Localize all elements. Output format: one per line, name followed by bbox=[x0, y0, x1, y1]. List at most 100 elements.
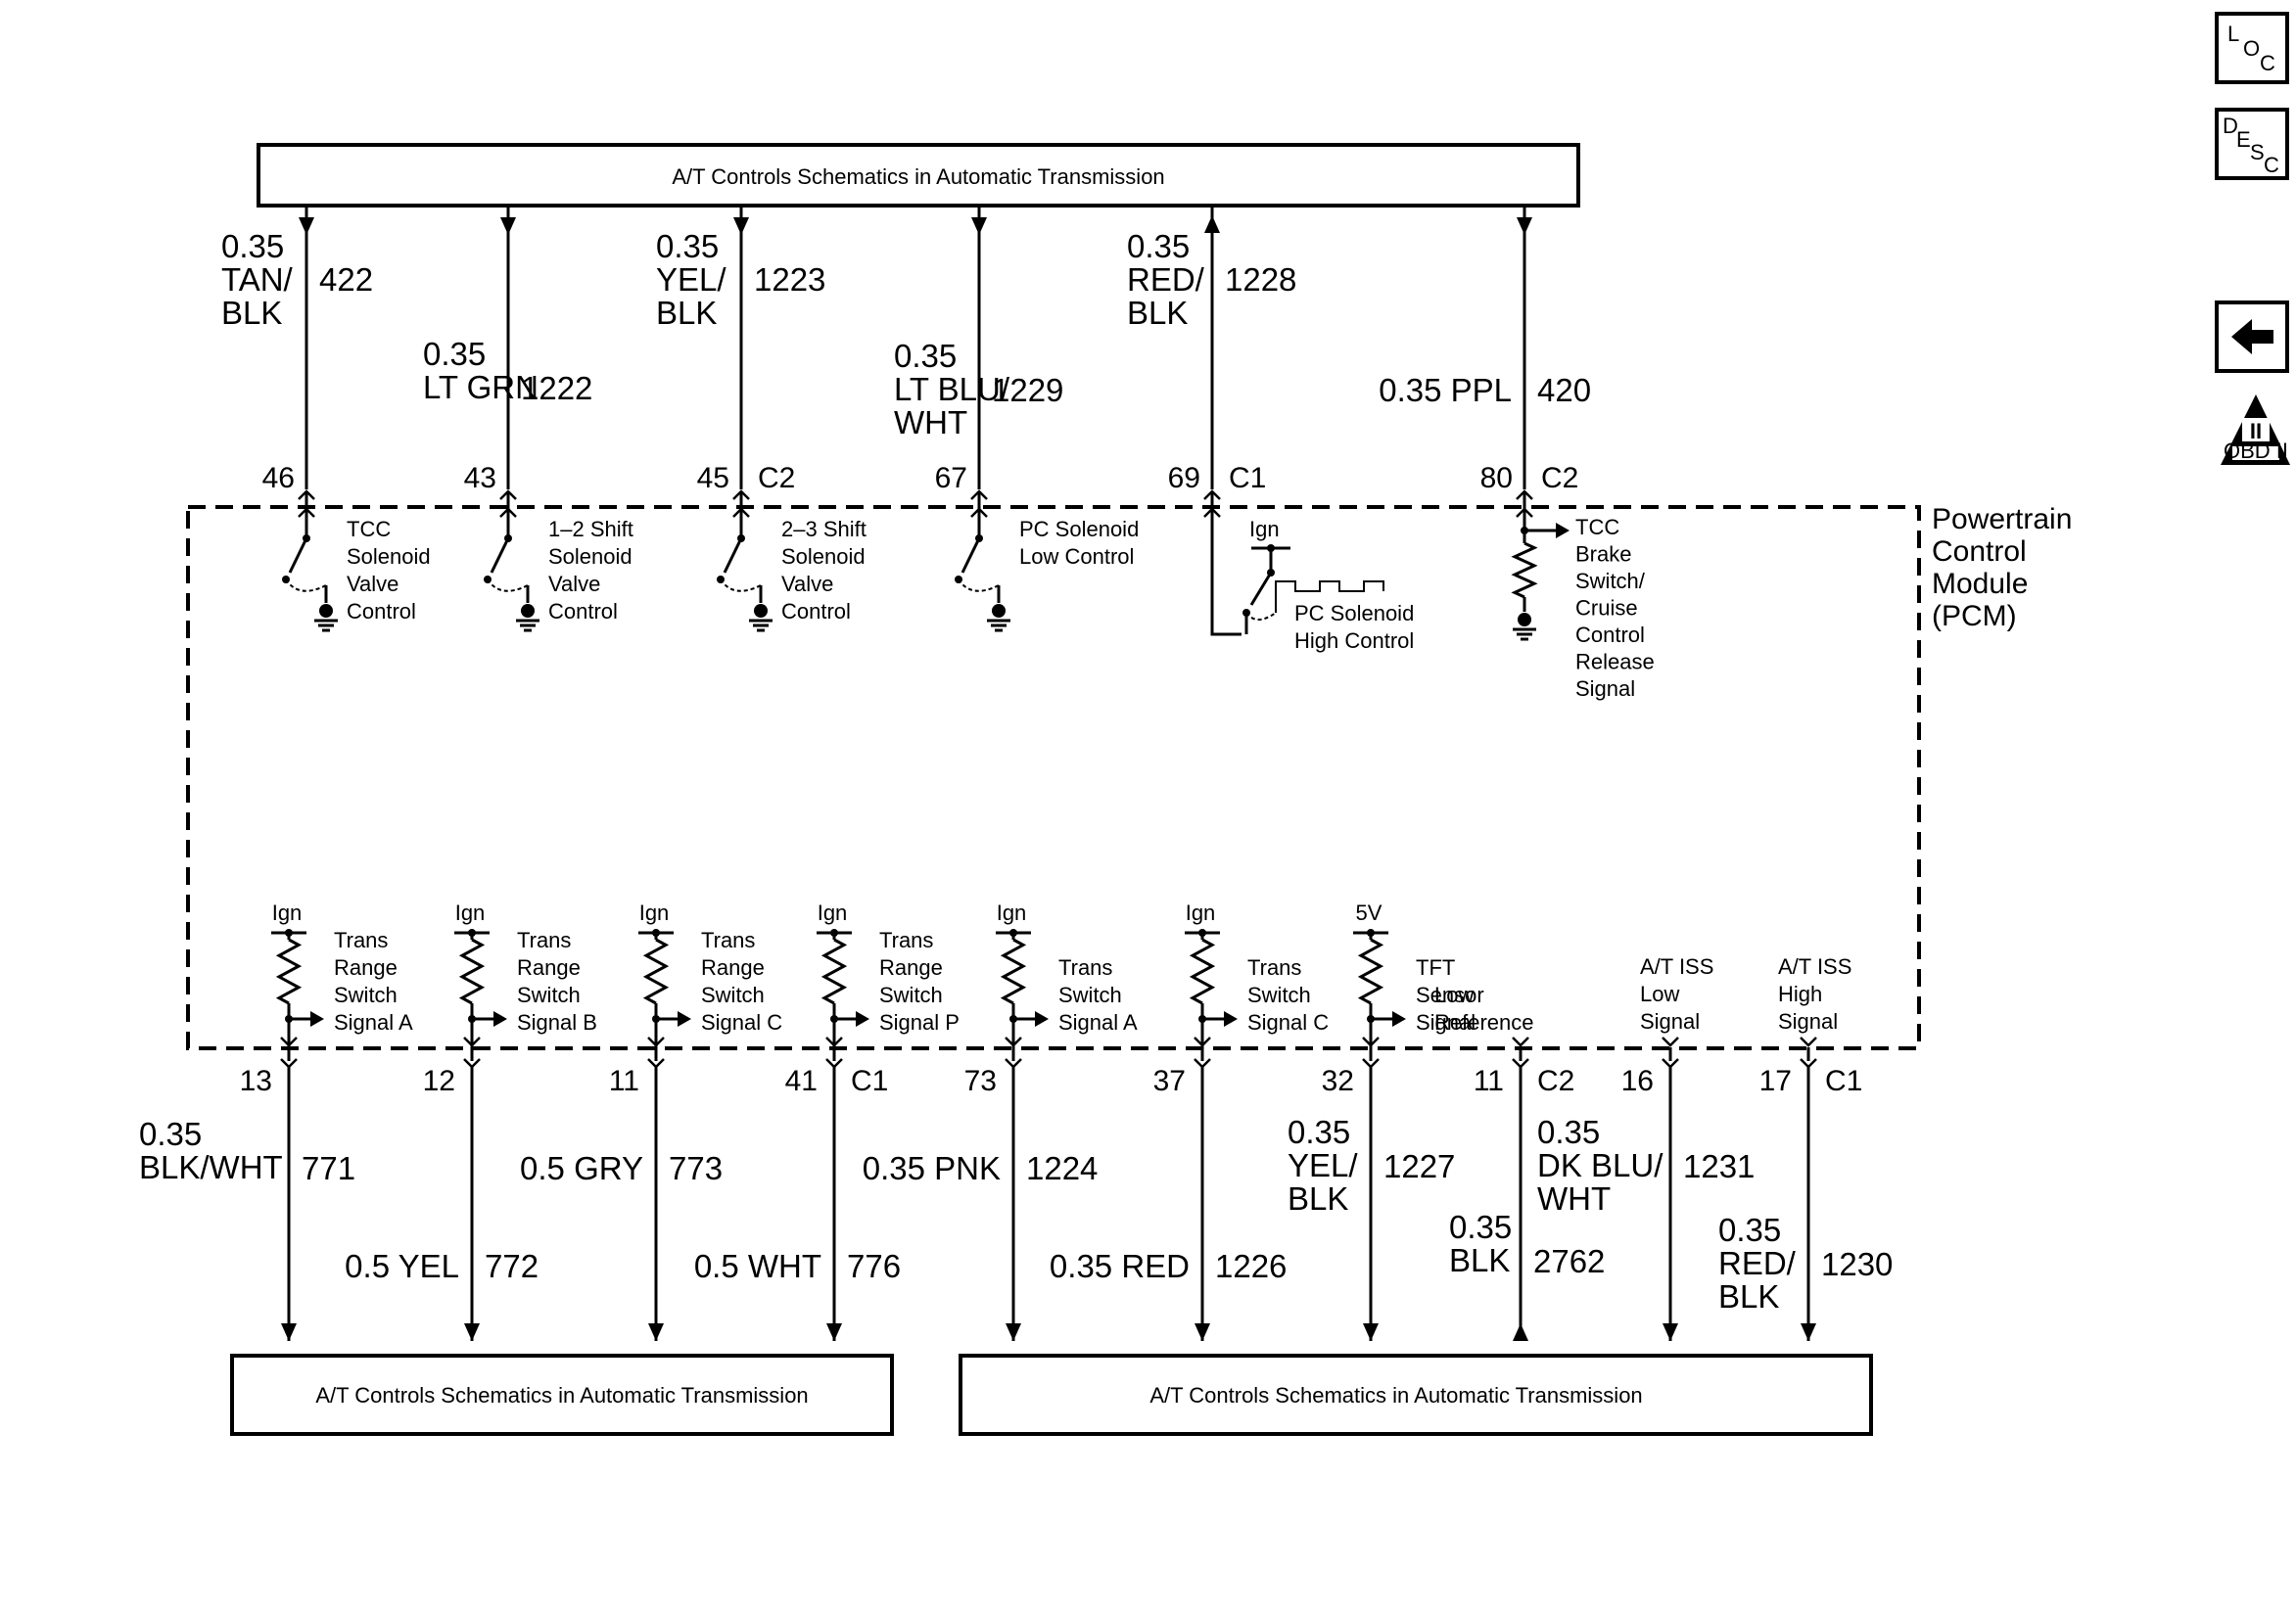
component-label: Solenoid bbox=[347, 544, 431, 569]
component-label: Signal bbox=[1575, 676, 1635, 701]
wire-color: YEL/ bbox=[656, 261, 726, 298]
arrow-down-icon bbox=[1663, 1323, 1678, 1341]
top-box-label: A/T Controls Schematics in Automatic Tra… bbox=[672, 164, 1164, 189]
svg-text:L: L bbox=[2227, 22, 2239, 46]
supply-label: Ign bbox=[1249, 517, 1280, 541]
bottom-right-schematic-box[interactable]: A/T Controls Schematics in Automatic Tra… bbox=[959, 1354, 1873, 1436]
wire-color: RED/ bbox=[1127, 261, 1205, 298]
component-label: Signal bbox=[1778, 1009, 1838, 1034]
arrow-down-icon bbox=[1517, 217, 1532, 235]
wire-gauge: 0.35 bbox=[221, 228, 284, 264]
connector-pin-icon bbox=[825, 1037, 843, 1047]
top-schematic-box[interactable]: A/T Controls Schematics in Automatic Tra… bbox=[257, 143, 1580, 208]
svg-text:Control: Control bbox=[1932, 535, 2027, 568]
component-label: Signal C bbox=[1247, 1010, 1329, 1035]
svg-text:S: S bbox=[2250, 140, 2265, 164]
component-label: Switch bbox=[879, 983, 943, 1007]
circuit-number: 1228 bbox=[1225, 261, 1296, 298]
wire-gauge: 0.35 bbox=[1537, 1114, 1600, 1150]
svg-text:Powertrain: Powertrain bbox=[1932, 503, 2072, 535]
pin-number: 46 bbox=[262, 462, 295, 494]
resistor-icon bbox=[1357, 938, 1384, 1005]
obd-ii-button[interactable]: II OBD II bbox=[2221, 394, 2290, 465]
ground-icon bbox=[987, 604, 1010, 632]
loc-button[interactable]: L O C bbox=[2215, 12, 2289, 84]
wire-gauge: 0.35 bbox=[1288, 1114, 1350, 1150]
supply-label: Ign bbox=[818, 901, 848, 925]
connector-id: C1 bbox=[1229, 462, 1266, 494]
component-label: Valve bbox=[347, 572, 398, 596]
bottom-left-schematic-box[interactable]: A/T Controls Schematics in Automatic Tra… bbox=[230, 1354, 894, 1436]
wire-gauge: 0.35 bbox=[1449, 1209, 1512, 1245]
arrow-down-icon bbox=[1006, 1323, 1021, 1341]
connector-pin-icon bbox=[647, 1037, 665, 1047]
connector-id: C1 bbox=[1825, 1065, 1862, 1097]
svg-text:D: D bbox=[2223, 114, 2238, 138]
supply-label: Ign bbox=[997, 901, 1027, 925]
circuit-number: 1229 bbox=[992, 372, 1063, 408]
wire-color: BLK bbox=[1288, 1180, 1348, 1217]
connector-pin-icon bbox=[499, 507, 517, 518]
supply-label: Ign bbox=[455, 901, 486, 925]
arrow-down-icon bbox=[826, 1323, 842, 1341]
component-label: Trans bbox=[334, 928, 388, 952]
component-label: High bbox=[1778, 982, 1822, 1006]
component-label: Signal bbox=[1416, 1010, 1476, 1035]
pwm-waveform-icon bbox=[1275, 580, 1384, 613]
supply-label: 5V bbox=[1356, 901, 1382, 925]
component-label: Trans bbox=[1058, 955, 1112, 980]
top-wires-group: 4220.35TAN/BLK46TCCSolenoidValveControl1… bbox=[221, 208, 1655, 701]
wire-color: LT BLU/ bbox=[894, 371, 1010, 407]
pin-number: 11 bbox=[609, 1065, 639, 1097]
component-label: Sensor bbox=[1416, 983, 1484, 1007]
arrow-right-icon bbox=[1556, 523, 1570, 538]
component-label: Switch bbox=[701, 983, 765, 1007]
component-label: Valve bbox=[781, 572, 833, 596]
component-label: Control bbox=[347, 599, 416, 624]
desc-button[interactable]: D E S C bbox=[2215, 108, 2289, 180]
left-arrow-icon bbox=[2231, 319, 2273, 354]
arrow-down-icon bbox=[1195, 1323, 1210, 1341]
circuit-number: 1230 bbox=[1821, 1246, 1893, 1282]
connector-pin-icon bbox=[732, 507, 750, 518]
back-button[interactable] bbox=[2215, 300, 2289, 373]
wire-color: DK BLU/ bbox=[1537, 1147, 1663, 1183]
component-label: Reference bbox=[1434, 1010, 1534, 1035]
circuit-number: 776 bbox=[847, 1248, 901, 1284]
connector-pin-icon bbox=[1662, 1037, 1679, 1047]
component-label: Solenoid bbox=[781, 544, 866, 569]
pin-number: 16 bbox=[1621, 1065, 1654, 1097]
component-label: Brake bbox=[1575, 542, 1631, 567]
ground-icon bbox=[516, 604, 539, 632]
internal-component: TCCBrakeSwitch/CruiseControlReleaseSigna… bbox=[1511, 515, 1655, 701]
arrow-down-icon bbox=[299, 217, 314, 235]
component-label: Solenoid bbox=[548, 544, 633, 569]
pcm-label: Powertrain Control Module (PCM) bbox=[1932, 503, 2072, 632]
wire-gauge-color: 0.35 PPL bbox=[1379, 372, 1512, 408]
component-label: A/T ISS bbox=[1778, 954, 1851, 979]
